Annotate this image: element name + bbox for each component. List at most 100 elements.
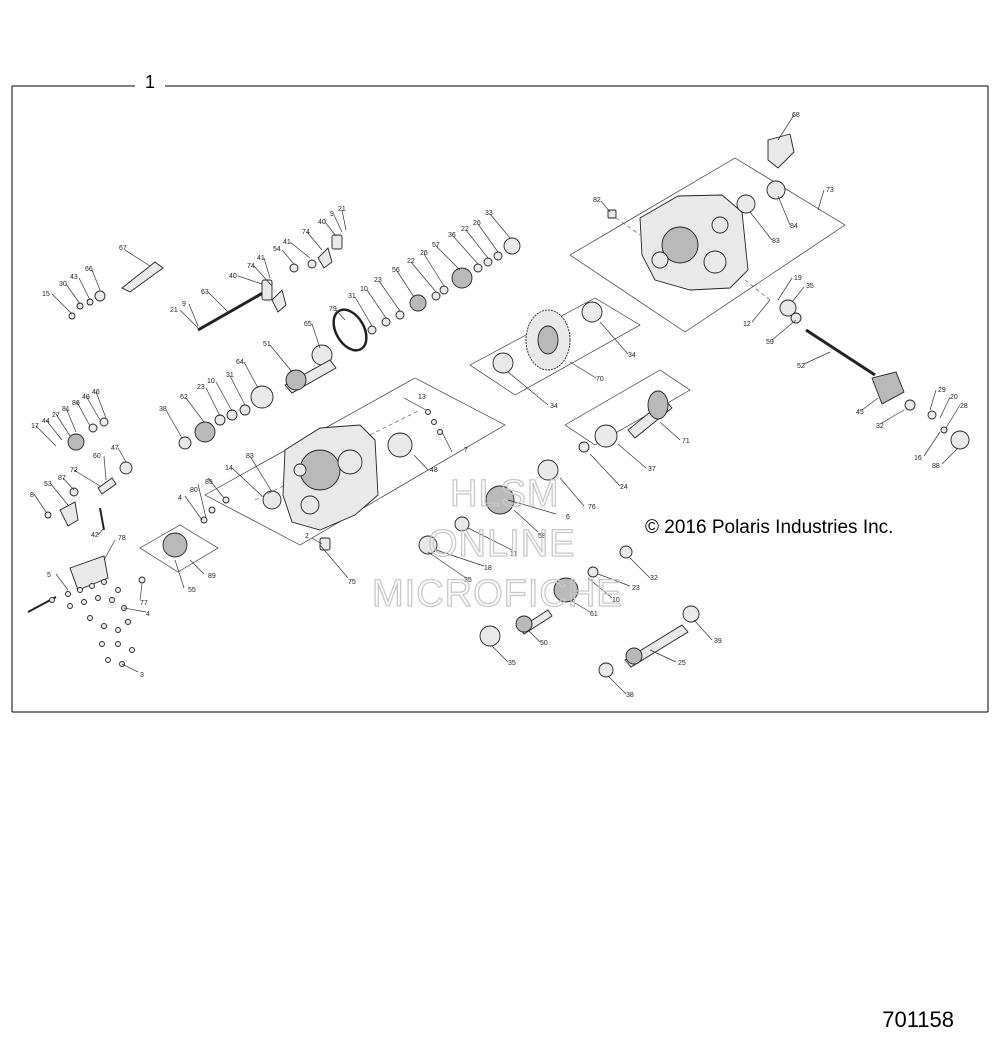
transmission-housing-75 [282, 424, 379, 551]
callout-83a: 83 [246, 453, 254, 460]
callout-9a: 9 [182, 301, 186, 308]
callout-41b: 41 [283, 239, 291, 246]
callout-24: 24 [620, 484, 628, 491]
callout-6: 6 [566, 514, 570, 521]
watermark-line-1: HLSM [450, 473, 560, 515]
callout-14: 14 [225, 465, 233, 472]
leader-lines [33, 114, 961, 695]
callout-48: 48 [430, 467, 438, 474]
callout-34a: 34 [628, 352, 636, 359]
callout-53: 53 [44, 481, 52, 488]
callout-51: 51 [263, 341, 271, 348]
transmission-housing-73 [639, 194, 749, 291]
gear-shaft-parts [44, 133, 970, 678]
callout-23b: 23 [197, 384, 205, 391]
callout-74a: 74 [247, 263, 255, 270]
document-number: 701158 [882, 1007, 954, 1032]
callout-80: 80 [190, 487, 198, 494]
callout-26b: 26 [473, 220, 481, 227]
callout-19: 19 [794, 275, 802, 282]
callout-74b: 74 [302, 229, 310, 236]
callout-11: 11 [510, 551, 517, 558]
callout-5: 5 [47, 572, 51, 579]
callout-65: 65 [304, 321, 312, 328]
callout-13: 13 [418, 394, 426, 401]
callout-4a: 4 [178, 495, 182, 502]
copyright-text: © 2016 Polaris Industries Inc. [645, 517, 893, 538]
callout-72: 72 [70, 467, 78, 474]
callout-42: 42 [91, 532, 99, 539]
assembly-frame [11, 85, 989, 713]
callout-35c: 35 [508, 660, 516, 667]
callout-31a: 31 [348, 293, 356, 300]
callout-10c: 10 [612, 597, 620, 604]
housing-75-box [204, 377, 506, 546]
callout-21b: 21 [338, 206, 346, 213]
callout-9b: 9 [330, 211, 334, 218]
callout-4b: 4 [146, 611, 150, 618]
callout-23c: 23 [632, 585, 640, 592]
callout-39: 39 [714, 638, 722, 645]
callout-25: 25 [678, 660, 686, 667]
callout-37: 37 [648, 466, 656, 473]
callout-32b: 32 [650, 575, 658, 582]
watermark: HLSM ONLINE MICROFICHE [371, 472, 622, 615]
callout-23a: 23 [374, 277, 382, 284]
callout-10a: 10 [360, 286, 368, 293]
bolt-set [27, 409, 443, 667]
callout-55: 55 [188, 587, 196, 594]
callout-59: 59 [766, 339, 774, 346]
callout-52: 52 [797, 363, 805, 370]
callout-27: 27 [52, 412, 60, 419]
callout-12: 12 [743, 321, 751, 328]
callout-45: 45 [856, 409, 864, 416]
callout-36: 36 [448, 232, 456, 239]
callout-16: 16 [914, 455, 922, 462]
callout-88: 88 [932, 463, 940, 470]
callout-86: 86 [72, 400, 80, 407]
shaft-71-box [564, 369, 691, 446]
callout-34b: 34 [550, 403, 558, 410]
callout-60: 60 [93, 453, 101, 460]
callout-41a: 41 [257, 255, 265, 262]
callout-10b: 10 [207, 378, 215, 385]
callout-32a: 32 [876, 423, 884, 430]
callout-84: 84 [790, 223, 798, 230]
callout-62: 62 [180, 394, 188, 401]
callout-70: 70 [596, 376, 604, 383]
callout-61: 61 [590, 611, 598, 618]
callout-85: 85 [205, 479, 213, 486]
callout-50: 50 [540, 640, 548, 647]
callout-57: 57 [432, 242, 440, 249]
callout-43: 43 [70, 274, 78, 281]
cover-89-box [139, 524, 219, 573]
callout-29: 29 [938, 387, 946, 394]
callout-67: 67 [119, 245, 127, 252]
callout-38b: 38 [626, 692, 634, 699]
callout-82: 82 [593, 197, 601, 204]
callout-49: 49 [82, 394, 90, 401]
callout-71: 71 [682, 438, 690, 445]
callout-44: 44 [42, 418, 50, 425]
callout-77: 77 [140, 600, 148, 607]
callout-78: 78 [118, 535, 126, 542]
callout-35b: 35 [464, 577, 472, 584]
callout-30: 30 [59, 281, 67, 288]
callout-28: 28 [960, 403, 968, 410]
watermark-line-2: ONLINE [428, 523, 575, 565]
callout-75: 75 [348, 579, 356, 586]
callout-68: 68 [792, 112, 800, 119]
callout-15: 15 [42, 291, 50, 298]
callout-46: 46 [92, 389, 100, 396]
callout-18: 18 [484, 565, 492, 572]
callout-labels: 67 15 30 43 66 9 21 63 40 74 41 54 41 74… [30, 112, 968, 699]
callout-79: 79 [329, 306, 337, 313]
callout-76: 76 [588, 504, 596, 511]
callout-26a: 26 [420, 250, 428, 257]
callout-2: 2 [305, 533, 309, 540]
callout-81: 81 [62, 406, 70, 413]
callout-47: 47 [111, 445, 119, 452]
housing-73-box [569, 157, 846, 333]
callout-54: 54 [273, 246, 281, 253]
